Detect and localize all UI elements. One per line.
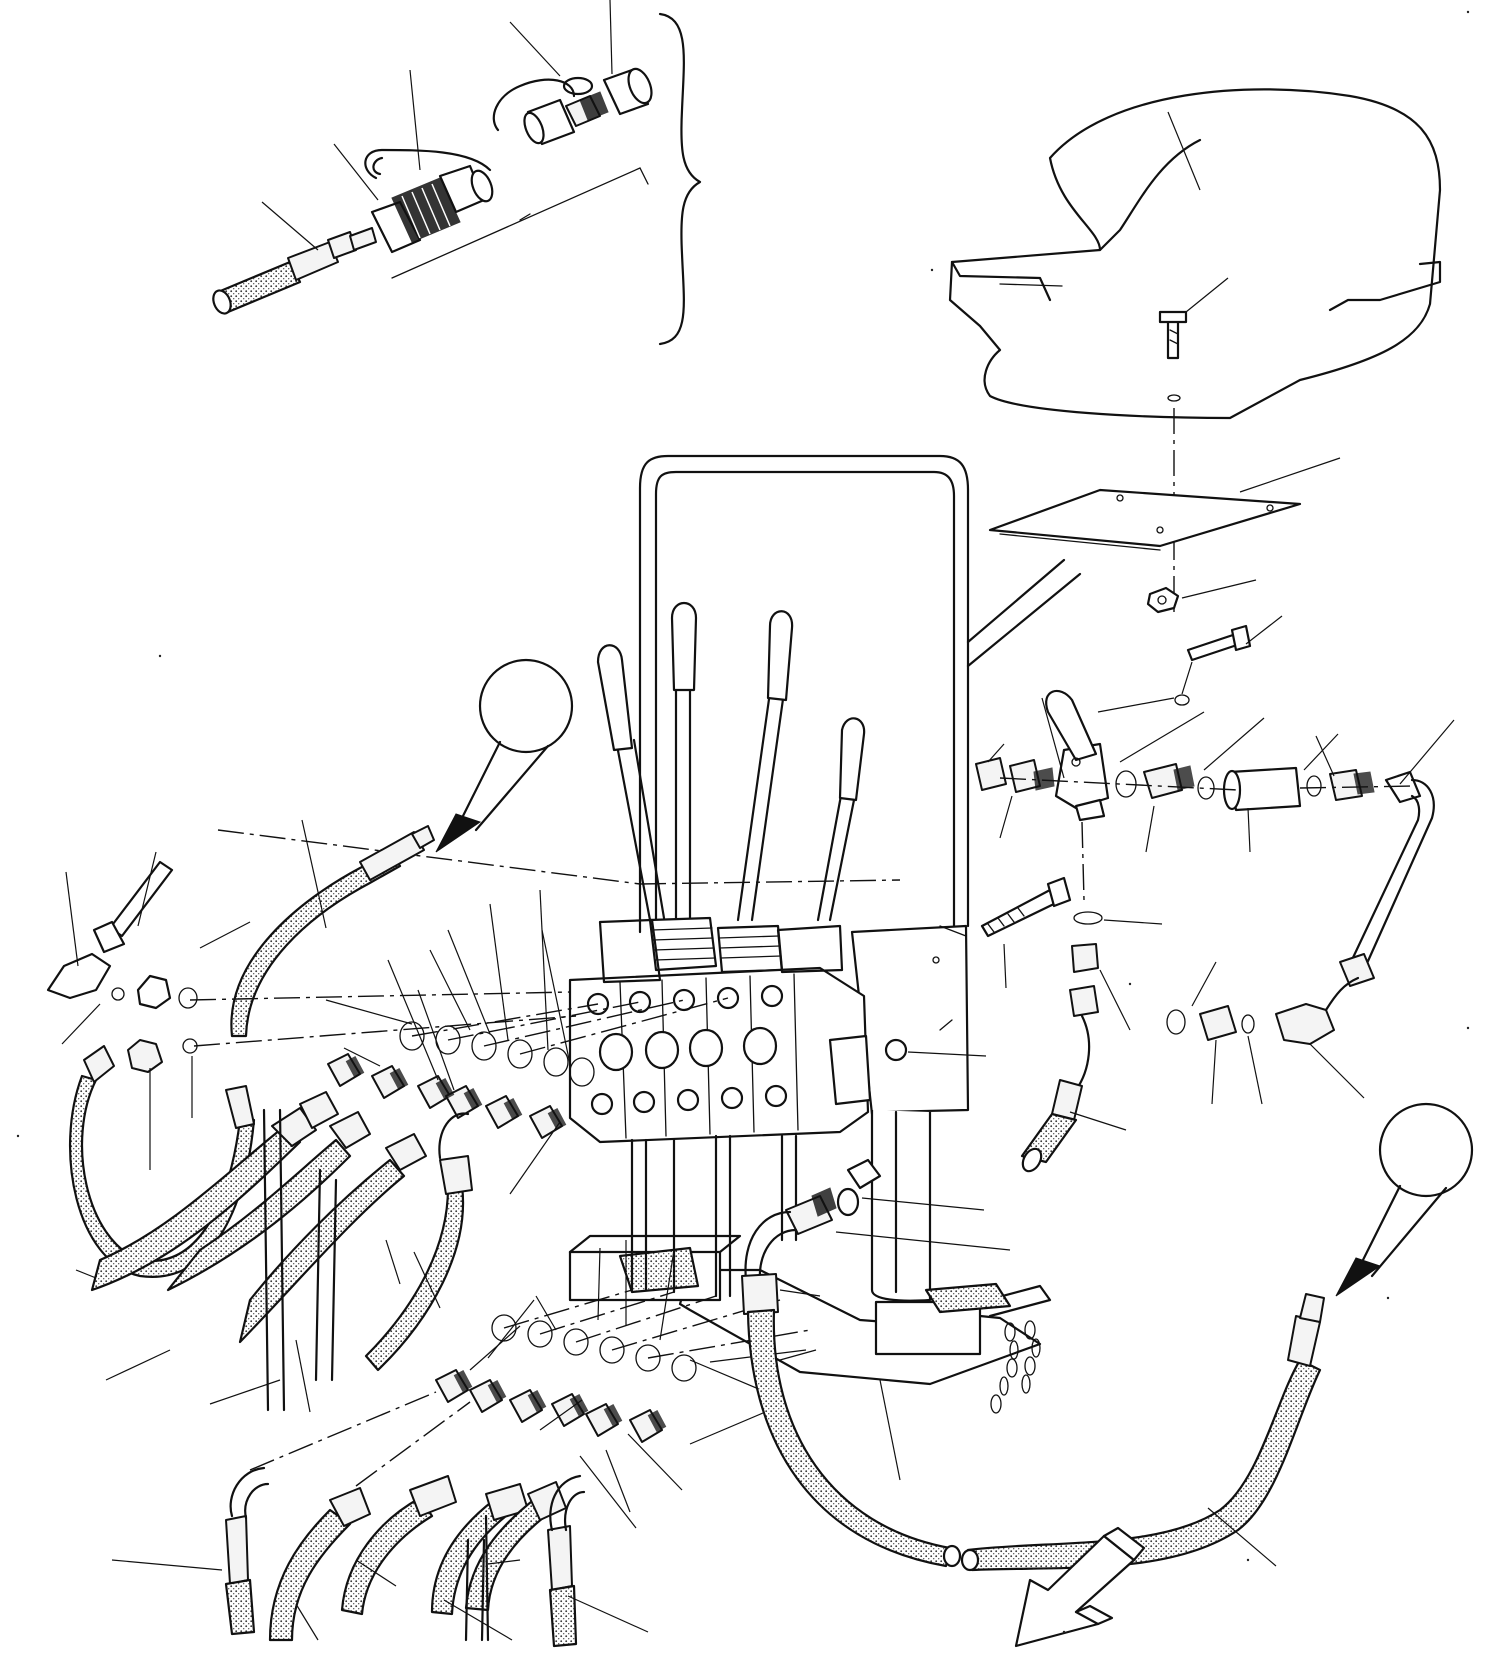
diverter-valve-group (975, 615, 1455, 1173)
control-stand-frame (568, 454, 1082, 1414)
quick-coupler-detail (212, 0, 653, 315)
detail-callout-circle (1335, 1102, 1474, 1297)
direction-arrow (1014, 1526, 1146, 1648)
seat-plate (988, 457, 1341, 614)
operator-seat (948, 88, 1442, 420)
detail-callout-circle (435, 658, 574, 853)
upper-fittings (75, 889, 729, 1413)
control-valve-bank (568, 601, 987, 1298)
grouping-brace (658, 12, 702, 346)
lower-fittings (111, 1240, 811, 1648)
right-bottom-hose (960, 1293, 1325, 1572)
center-hoses (741, 1187, 1011, 1568)
left-hose-group (46, 819, 435, 1278)
